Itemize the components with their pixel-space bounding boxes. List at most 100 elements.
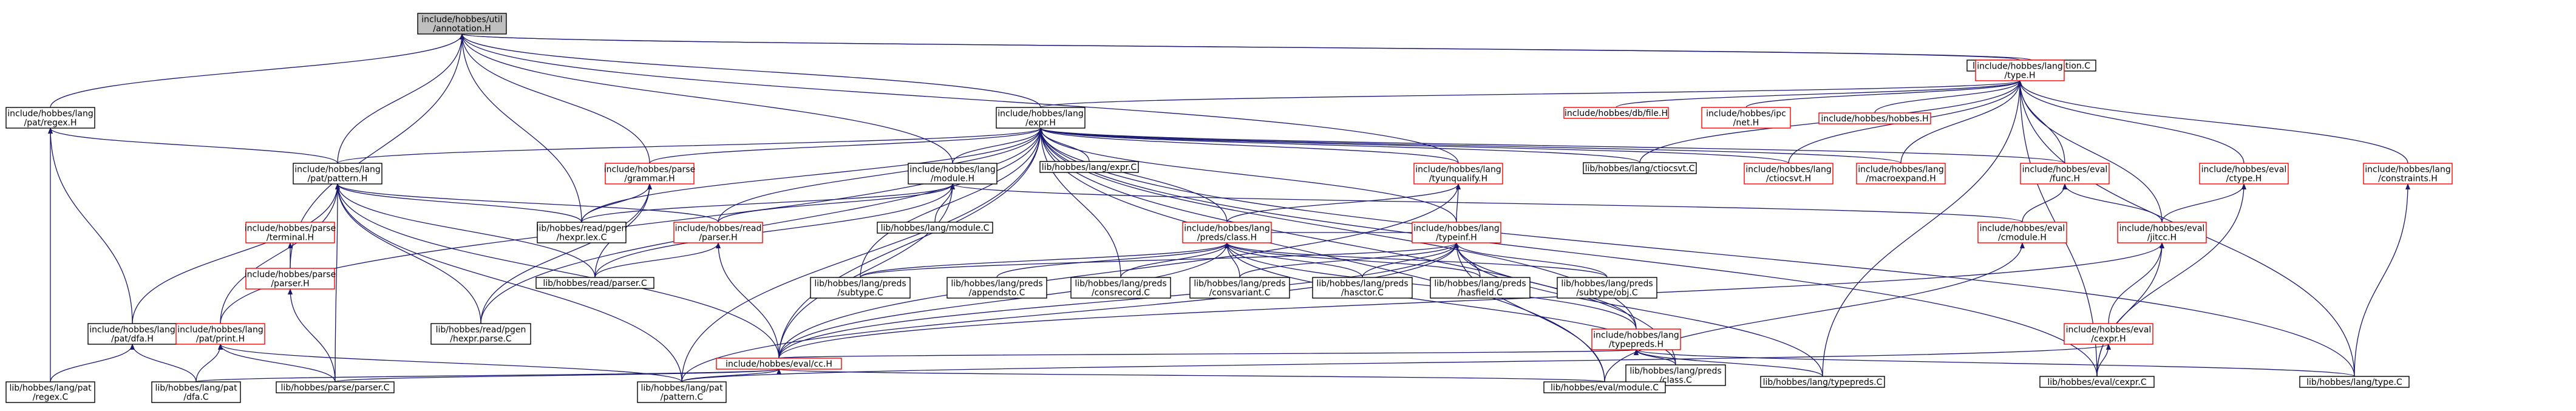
file-node-grammar-h[interactable]: include/hobbes/parse/grammar.H — [604, 163, 695, 185]
file-node-preds-subtype-c[interactable]: lib/hobbes/lang/preds/subtype.C — [810, 277, 911, 299]
edge-path — [335, 183, 340, 382]
file-node-pat-regex-c[interactable]: lib/hobbes/lang/pat/regex.C — [5, 381, 95, 403]
file-node-preds-class-c[interactable]: lib/hobbes/lang/preds/class.C — [1625, 364, 1726, 386]
file-node-eval-ctype-h[interactable]: include/hobbes/eval/ctype.H — [2199, 163, 2289, 185]
file-node-pat-print-h[interactable]: include/hobbes/lang/pat/print.H — [175, 323, 265, 345]
file-node-preds-class-h[interactable]: include/hobbes/lang/preds/class.H — [1182, 222, 1272, 243]
node-label-line: /preds/class.H — [1197, 233, 1257, 243]
dependency-edge-typeinf_h-to-lang_expr_h — [1038, 127, 1457, 223]
file-node-pat-pattern-c[interactable]: lib/hobbes/lang/pat/pattern.C — [637, 381, 727, 403]
file-node-macroexpand-h[interactable]: include/hobbes/lang/macroexpand.H — [1856, 163, 1946, 185]
file-node-eval-cexpr-h[interactable]: include/hobbes/eval/cexpr.H — [2064, 323, 2153, 345]
node-box — [673, 222, 763, 243]
node-box — [1975, 59, 2065, 81]
dependency-edge-pat_pattern_c-to-pattern_h — [335, 183, 682, 382]
file-node-hexpr-parse-c[interactable]: lib/hobbes/read/pgen/hexpr.parse.C — [430, 323, 531, 345]
edge-path — [778, 127, 1043, 359]
file-node-eval-func-h[interactable]: include/hobbes/eval/func.H — [2020, 163, 2110, 185]
edge-path — [1225, 242, 1481, 278]
file-node-module-h[interactable]: include/hobbes/lang/module.H — [908, 163, 997, 185]
node-label-line: /typeinf.H — [1436, 233, 1477, 243]
file-node-parse-parser-h[interactable]: include/hobbes/parse/parser.H — [245, 268, 336, 290]
file-node-module-c[interactable]: lib/hobbes/lang/module.C — [877, 222, 993, 234]
node-box — [1039, 161, 1139, 173]
file-node-typeinf-h[interactable]: include/hobbes/lang/typeinf.H — [1412, 222, 1501, 243]
node-box — [245, 222, 335, 243]
file-node-eval-cmodule-h[interactable]: include/hobbes/eval/cmodule.H — [1977, 222, 2067, 243]
edge-path — [1038, 127, 1457, 223]
file-node-eval-jitcc-h[interactable]: include/hobbes/eval/jitcc.H — [2117, 222, 2207, 243]
edge-path — [716, 242, 780, 359]
file-node-lang-type-h[interactable]: include/hobbes/lang/type.H — [1975, 59, 2065, 81]
dependency-edge-macroexpand_h-to-lang_expr_h — [1038, 127, 1901, 164]
file-node-preds-consrecord-c[interactable]: lib/hobbes/lang/preds/consrecord.C — [1070, 277, 1171, 299]
dependency-edge-typepreds_c-to-typepreds_h — [1634, 349, 1823, 377]
file-node-hexpr-lex-c[interactable]: lib/hobbes/read/pgen/hexpr.lex.C — [537, 222, 627, 243]
edge-path — [130, 344, 197, 382]
file-node-parse-terminal-h[interactable]: include/hobbes/parse/terminal.H — [245, 222, 336, 243]
file-node-eval-cc-h[interactable]: include/hobbes/eval/cc.H — [716, 358, 842, 370]
node-label-line: /cmodule.H — [1998, 233, 2047, 243]
file-node-pat-dfa-h[interactable]: include/hobbes/lang/pat/dfa.H — [87, 323, 177, 345]
file-node-db-file-h[interactable]: include/hobbes/db/file.H — [1563, 107, 1669, 119]
file-node-ctiocsvt-h[interactable]: include/hobbes/lang/ctiocsvt.H — [1744, 163, 1833, 185]
node-box — [276, 381, 395, 393]
node-label-line: lib/hobbes/eval/cexpr.C — [2047, 378, 2146, 387]
node-label-line: /pattern.C — [661, 393, 704, 403]
file-node-pattern-h[interactable]: include/hobbes/lang/pat/pattern.H — [293, 163, 382, 185]
file-node-typepreds-h[interactable]: include/hobbes/lang/typepreds.H — [1591, 328, 1681, 350]
file-node-preds-consvariant-c[interactable]: lib/hobbes/lang/preds/consvariant.C — [1189, 277, 1290, 299]
dependency-edge-preds_subtype_c-to-preds_class_h — [860, 242, 1229, 278]
dependency-edge-db_file_h-to-lang_type_h — [1616, 80, 2022, 108]
file-node-preds-hasctor-c[interactable]: lib/hobbes/lang/preds/hasctor.C — [1312, 277, 1413, 299]
file-node-parse-parser-c[interactable]: lib/hobbes/parse/parser.C — [276, 381, 395, 393]
node-box — [2020, 163, 2110, 185]
node-box — [877, 222, 993, 234]
node-box — [1591, 328, 1681, 350]
file-node-read-parser-c[interactable]: lib/hobbes/read/parser.C — [535, 277, 654, 289]
edge-path — [718, 183, 955, 223]
file-node-eval-cexpr-c[interactable]: lib/hobbes/eval/cexpr.C — [2039, 376, 2155, 388]
file-node-typepreds-c[interactable]: lib/hobbes/lang/typepreds.C — [1760, 376, 1885, 388]
node-label-line: lib/hobbes/read/parser.C — [543, 279, 647, 288]
edge-path — [778, 183, 1461, 359]
node-label-line: /hasctor.C — [1341, 288, 1384, 298]
file-node-ipc-net-h[interactable]: include/hobbes/ipc/net.H — [1701, 107, 1791, 129]
dependency-edge-pat_dfa_c-to-eval_cc_h — [195, 369, 781, 382]
dependency-edge-eval_module_c-to-eval_cmodule_h — [1604, 242, 2025, 382]
file-node-ctiocsvt-c[interactable]: lib/hobbes/lang/ctiocsvt.C — [1583, 162, 1697, 174]
edge-path — [1822, 80, 2022, 377]
node-label-line: /module.H — [931, 174, 974, 184]
file-node-expr-c[interactable]: lib/hobbes/lang/expr.C — [1039, 161, 1139, 173]
node-label-line: include/hobbes/lang — [89, 325, 175, 335]
node-label-line: include/hobbes/eval — [2022, 165, 2108, 175]
file-node-lang-regex-h[interactable]: include/hobbes/lang/pat/regex.H — [5, 107, 95, 129]
edge-path — [1454, 242, 1605, 382]
file-node-annotation-h[interactable]: include/hobbes/util/annotation.H — [417, 13, 507, 35]
dependency-edge-tyunqualify_h-to-annotation_h — [460, 33, 1459, 164]
file-node-preds-appendsto-c[interactable]: lib/hobbes/lang/preds/appendsto.C — [946, 277, 1047, 299]
file-node-read-parser-h[interactable]: include/hobbes/read/parser.H — [673, 222, 763, 243]
node-label-line: include/hobbes/lang — [1593, 331, 1679, 341]
node-box — [637, 381, 727, 403]
dependency-edge-eval_ctype_h-to-lang_type_h — [2017, 80, 2245, 164]
file-node-constraints-h[interactable]: include/hobbes/lang/constraints.H — [2363, 163, 2453, 185]
edge-path — [288, 288, 336, 382]
file-node-hobbes-h[interactable]: include/hobbes/hobbes.H — [1818, 112, 1931, 124]
dependency-edge-preds_subtype_c-to-lang_expr_h — [860, 127, 1043, 278]
node-label-line: /pat/print.H — [196, 335, 245, 344]
file-node-preds-subtype-obj-c[interactable]: lib/hobbes/lang/preds/subtype/obj.C — [1557, 277, 1657, 299]
file-node-eval-module-c[interactable]: lib/hobbes/eval/module.C — [1543, 381, 1666, 393]
node-label-line: include/hobbes/lang — [177, 325, 263, 335]
file-node-tyunqualify-h[interactable]: include/hobbes/lang/tyunqualify.H — [1413, 163, 1503, 185]
file-node-type-c[interactable]: lib/hobbes/lang/type.C — [2299, 376, 2410, 388]
file-node-lang-expr-h[interactable]: include/hobbes/lang/expr.H — [996, 107, 1086, 129]
dependency-edge-eval_cc_h-to-read_parser_h — [716, 242, 780, 359]
dependency-edge-hexpr_lex_c-to-annotation_h — [460, 33, 582, 223]
dependency-edge-eval_module_c-to-typeinf_h — [1454, 242, 1605, 382]
dependency-edge-grammar_h-to-lang_expr_h — [649, 127, 1043, 164]
dependency-edge-preds_class_h-to-tyunqualify_h — [1226, 183, 1461, 223]
file-node-preds-hasfield-c[interactable]: lib/hobbes/lang/preds/hasfield.C — [1430, 277, 1531, 299]
file-node-pat-dfa-c[interactable]: lib/hobbes/lang/pat/dfa.C — [151, 381, 241, 403]
edge-path — [1225, 242, 1363, 278]
